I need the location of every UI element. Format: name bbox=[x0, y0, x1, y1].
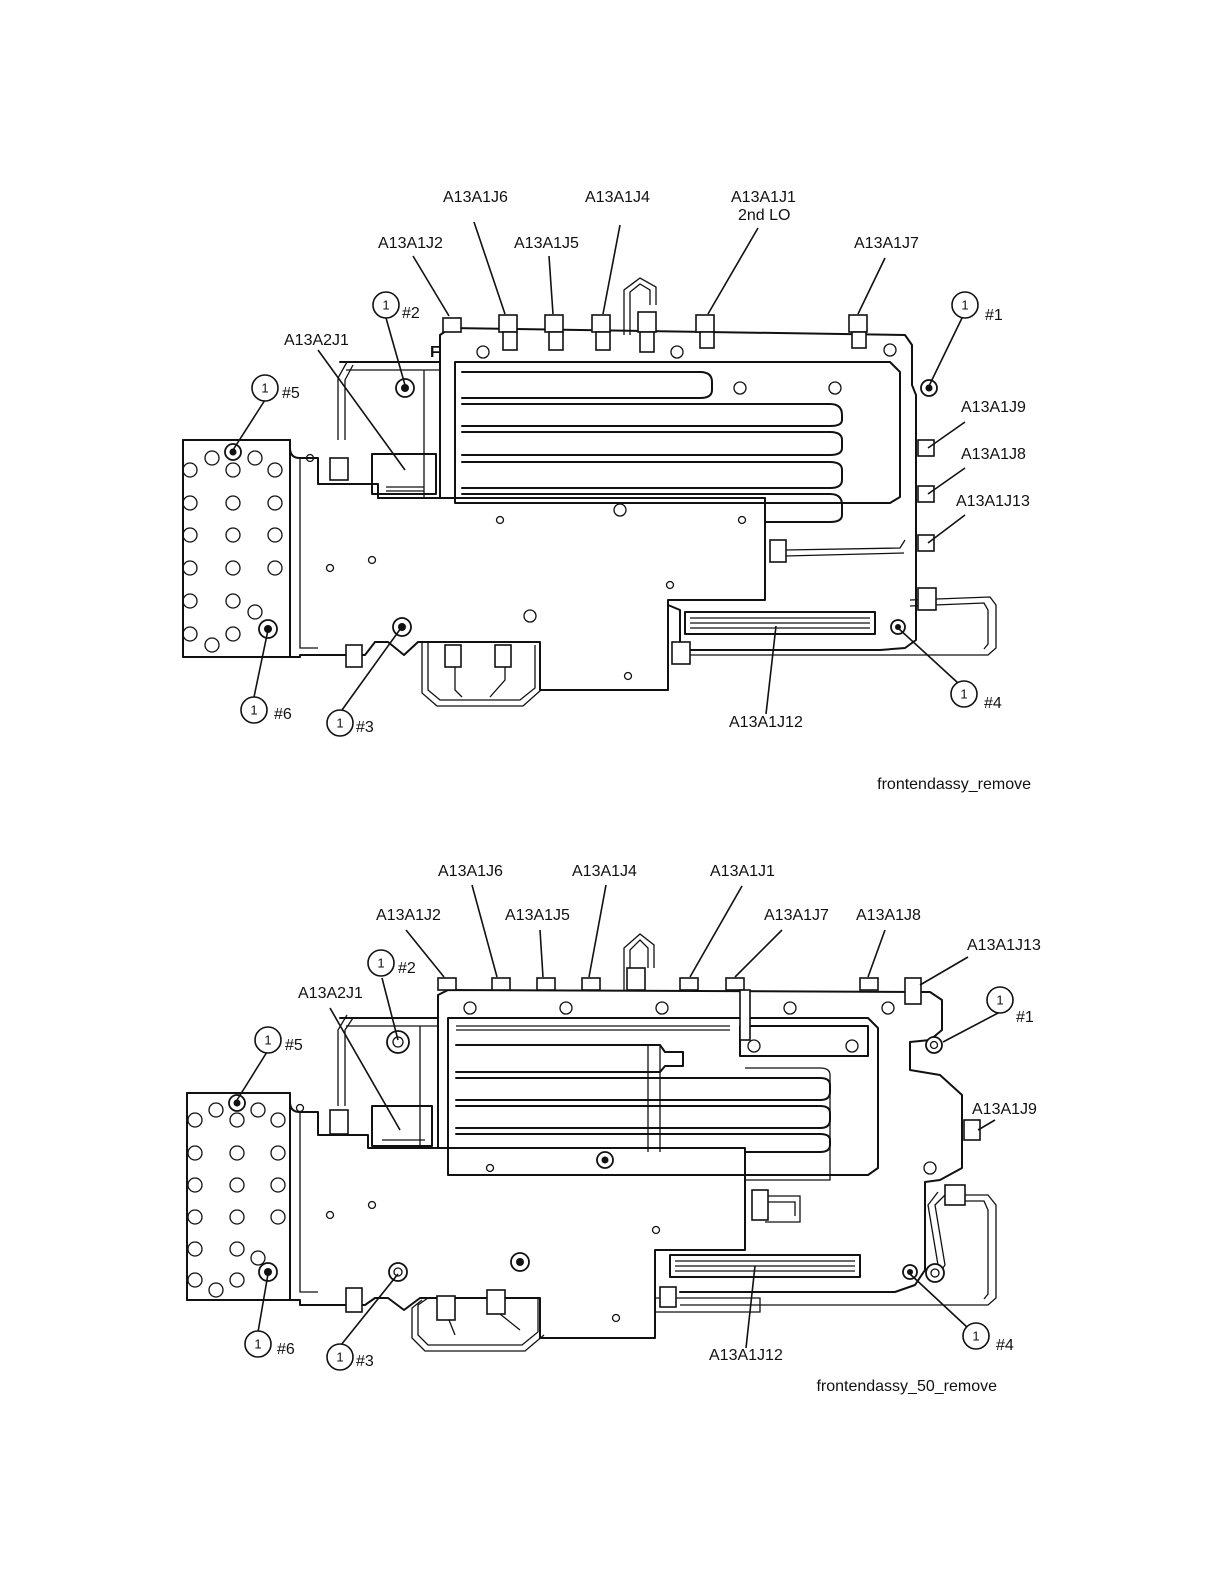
callout-6: 1 #6 bbox=[245, 1331, 295, 1358]
callout-5: 1 #5 bbox=[255, 1027, 303, 1054]
label-a13a1j8: A13A1J8 bbox=[961, 446, 1026, 463]
label-2nd-lo: 2nd LO bbox=[738, 207, 790, 224]
callout-1: 1 #1 bbox=[987, 987, 1034, 1026]
svg-text:1: 1 bbox=[377, 956, 384, 971]
callout-1: 1 #1 bbox=[952, 292, 1003, 324]
callout-tag-4: #4 bbox=[984, 695, 1002, 712]
label-a13a1j8: A13A1J8 bbox=[856, 907, 921, 924]
svg-text:1: 1 bbox=[261, 381, 268, 396]
svg-text:1: 1 bbox=[336, 1350, 343, 1365]
callout-tag-3: #3 bbox=[356, 719, 374, 736]
figure-caption: frontendassy_remove bbox=[877, 776, 1031, 793]
callout-tag-3: #3 bbox=[356, 1353, 374, 1370]
svg-text:1: 1 bbox=[264, 1033, 271, 1048]
label-a13a2j1: A13A2J1 bbox=[284, 332, 349, 349]
svg-text:1: 1 bbox=[972, 1329, 979, 1344]
svg-text:1: 1 bbox=[960, 687, 967, 702]
label-a13a1j5: A13A1J5 bbox=[505, 907, 570, 924]
callout-2: 1 #2 bbox=[373, 292, 420, 322]
label-a13a1j4: A13A1J4 bbox=[572, 863, 637, 880]
callout-5: 1 #5 bbox=[252, 375, 300, 402]
label-a13a1j1: A13A1J1 bbox=[731, 189, 796, 206]
callout-tag-1: #1 bbox=[985, 307, 1003, 324]
callout-tag-2: #2 bbox=[402, 305, 420, 322]
label-a13a2j1: A13A2J1 bbox=[298, 985, 363, 1002]
callout-6: 1 #6 bbox=[241, 697, 292, 723]
label-a13a1j12: A13A1J12 bbox=[709, 1347, 783, 1364]
label-a13a1j9: A13A1J9 bbox=[972, 1101, 1037, 1118]
leader-lines bbox=[237, 885, 1000, 1348]
svg-text:1: 1 bbox=[961, 298, 968, 313]
callout-4: 1 #4 bbox=[951, 681, 1002, 712]
callout-2: 1 #2 bbox=[368, 950, 416, 977]
callout-tag-4: #4 bbox=[996, 1337, 1014, 1354]
figure-frontendassy-remove: F A13A1J6 A13A1J4 A13A1J1 bbox=[183, 189, 1031, 793]
svg-text:F: F bbox=[430, 344, 440, 361]
label-a13a1j13: A13A1J13 bbox=[956, 493, 1030, 510]
label-a13a1j1: A13A1J1 bbox=[710, 863, 775, 880]
connector-labels: A13A1J6 A13A1J4 A13A1J1 2nd LO A13A1J2 A… bbox=[284, 189, 1030, 731]
label-a13a1j9: A13A1J9 bbox=[961, 399, 1026, 416]
svg-text:1: 1 bbox=[336, 716, 343, 731]
callout-tag-2: #2 bbox=[398, 960, 416, 977]
callout-tag-6: #6 bbox=[274, 706, 292, 723]
label-a13a1j12: A13A1J12 bbox=[729, 714, 803, 731]
callout-4: 1 #4 bbox=[963, 1323, 1014, 1354]
label-a13a1j4: A13A1J4 bbox=[585, 189, 650, 206]
callout-3: 1 #3 bbox=[327, 1344, 374, 1370]
label-a13a1j2: A13A1J2 bbox=[378, 235, 443, 252]
label-a13a1j7: A13A1J7 bbox=[764, 907, 829, 924]
svg-text:1: 1 bbox=[250, 703, 257, 718]
callout-tag-1: #1 bbox=[1016, 1009, 1034, 1026]
svg-text:1: 1 bbox=[996, 993, 1003, 1008]
label-a13a1j5: A13A1J5 bbox=[514, 235, 579, 252]
svg-text:1: 1 bbox=[382, 298, 389, 313]
svg-text:1: 1 bbox=[254, 1337, 261, 1352]
label-a13a1j6: A13A1J6 bbox=[443, 189, 508, 206]
label-a13a1j6: A13A1J6 bbox=[438, 863, 503, 880]
callout-tag-5: #5 bbox=[282, 385, 300, 402]
label-a13a1j13: A13A1J13 bbox=[967, 937, 1041, 954]
callout-3: 1 #3 bbox=[327, 710, 374, 736]
label-a13a1j2: A13A1J2 bbox=[376, 907, 441, 924]
callout-tag-5: #5 bbox=[285, 1037, 303, 1054]
callout-tag-6: #6 bbox=[277, 1341, 295, 1358]
label-a13a1j7: A13A1J7 bbox=[854, 235, 919, 252]
figure-frontendassy-50-remove: A13A1J6 A13A1J4 A13A1J1 A13A1J2 A13A1J5 … bbox=[187, 863, 1041, 1395]
figure-caption: frontendassy_50_remove bbox=[816, 1378, 997, 1395]
